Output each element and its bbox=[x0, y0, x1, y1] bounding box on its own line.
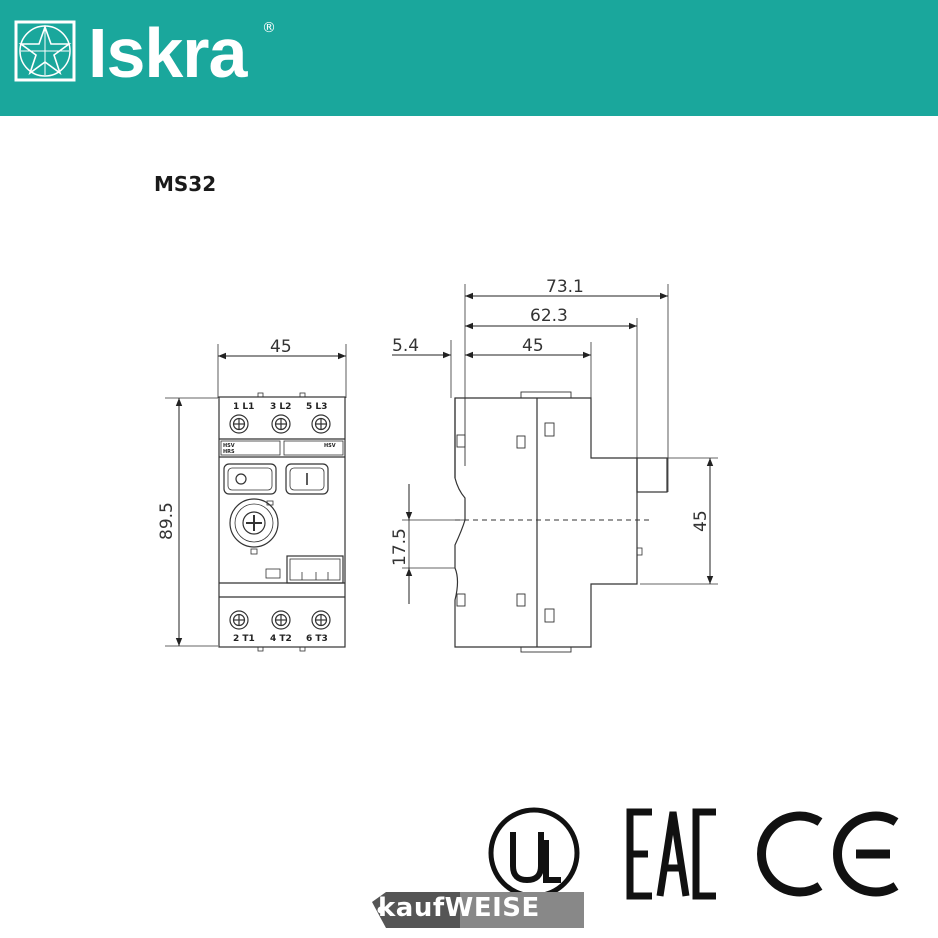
watermark-part1: kauf bbox=[378, 893, 445, 923]
dim-height-label: 45 bbox=[691, 510, 711, 532]
dim-offset-label: 5.4 bbox=[392, 336, 419, 356]
iskra-star-logo-icon bbox=[14, 20, 76, 82]
dim-middle-label: 62.3 bbox=[530, 306, 568, 326]
model-title: MS32 bbox=[154, 172, 217, 196]
top-terminal-label-1: 1 L1 bbox=[233, 402, 254, 412]
registered-mark: ® bbox=[262, 20, 276, 36]
strip-label-right: HSV bbox=[324, 443, 336, 449]
watermark-part2: WEISE bbox=[444, 893, 540, 923]
front-height-label: 89.5 bbox=[157, 502, 177, 540]
ce-mark-icon bbox=[757, 811, 899, 897]
top-terminal-screws bbox=[229, 414, 331, 434]
brand-header: Iskra ® bbox=[0, 0, 938, 116]
eac-mark-icon bbox=[626, 808, 716, 900]
bottom-terminal-label-1: 2 T1 bbox=[233, 634, 255, 644]
watermark-text: kaufWEISE bbox=[378, 893, 540, 923]
brand-name: Iskra bbox=[88, 14, 247, 92]
side-view bbox=[392, 284, 718, 653]
bottom-terminal-label-3: 6 T3 bbox=[306, 634, 328, 644]
bottom-terminal-label-2: 4 T2 bbox=[270, 634, 292, 644]
dim-rail-label: 17.5 bbox=[390, 528, 410, 566]
front-width-label: 45 bbox=[270, 337, 292, 357]
front-view bbox=[165, 344, 347, 652]
dim-total-label: 73.1 bbox=[546, 277, 584, 297]
strip-label-left-1: HSV bbox=[223, 443, 235, 449]
strip-label-left-2: HRS bbox=[223, 449, 235, 455]
dim-front-label: 45 bbox=[522, 336, 544, 356]
top-terminal-label-3: 5 L3 bbox=[306, 402, 327, 412]
top-terminal-label-2: 3 L2 bbox=[270, 402, 291, 412]
bottom-terminal-screws bbox=[229, 610, 331, 630]
